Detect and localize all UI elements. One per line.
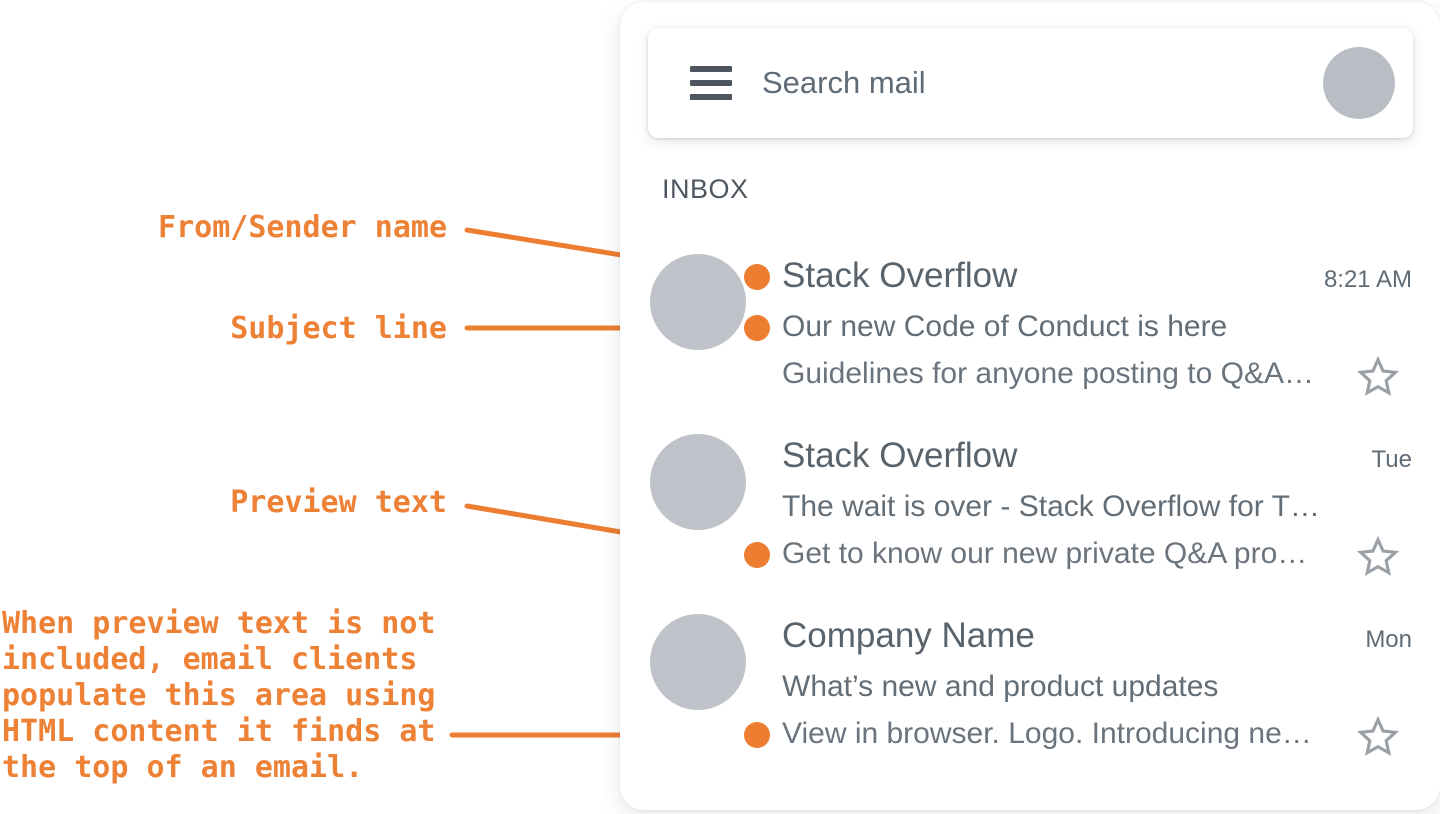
email-row[interactable]: Stack Overflow Tue The wait is over - St… [650,430,1412,582]
annotation-dot-note [744,722,770,748]
email-subject: Our new Code of Conduct is here [782,310,1228,343]
email-row[interactable]: Stack Overflow 8:21 AM Our new Code of C… [650,250,1412,402]
email-client-card: Search mail INBOX Stack Overflow 8:21 AM… [620,2,1440,810]
menu-icon[interactable] [690,66,732,100]
sender-name: Stack Overflow [782,256,1018,295]
sender-avatar [650,254,746,350]
email-time: Mon [1365,626,1412,653]
email-preview: View in browser. Logo. Introducing ne… [782,717,1312,750]
sender-avatar [650,614,746,710]
annotation-label-preview: Preview text [230,485,447,520]
annotation-dot-preview [744,542,770,568]
email-subject: What’s new and product updates [782,670,1219,703]
email-preview: Guidelines for anyone posting to Q&A… [782,357,1314,390]
search-bar[interactable]: Search mail [648,28,1413,138]
sender-name: Stack Overflow [782,436,1018,475]
annotation-label-sender: From/Sender name [158,210,447,245]
email-time: Tue [1371,446,1412,473]
search-input[interactable]: Search mail [762,65,926,100]
inbox-heading: INBOX [662,174,749,204]
email-row[interactable]: Company Name Mon What’s new and product … [650,610,1412,762]
annotation-dot-subject [744,315,770,341]
annotation-note: When preview text is not included, email… [2,606,436,785]
sender-avatar [650,434,746,530]
account-avatar[interactable] [1323,47,1395,119]
email-preview: Get to know our new private Q&A pro… [782,537,1308,570]
star-icon[interactable] [1356,356,1400,400]
email-time: 8:21 AM [1323,266,1412,293]
star-icon[interactable] [1356,716,1400,760]
sender-name: Company Name [782,616,1035,655]
annotation-label-subject: Subject line [230,311,447,346]
star-icon[interactable] [1356,536,1400,580]
email-subject: The wait is over - Stack Overflow for T… [782,490,1320,523]
annotation-dot-sender [744,264,770,290]
